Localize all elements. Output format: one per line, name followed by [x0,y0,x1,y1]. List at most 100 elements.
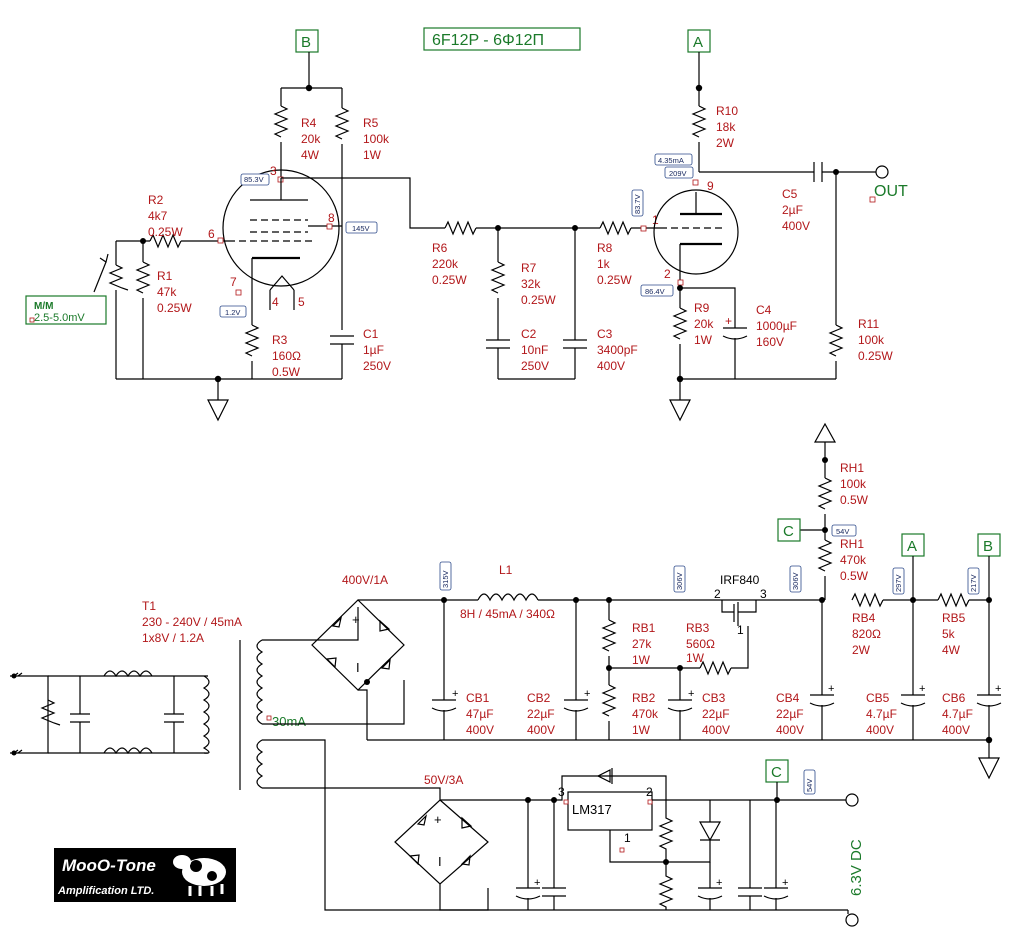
pin-marker [869,196,876,203]
resistor-r7 [490,261,506,294]
r2-rating: 0.25W [148,225,183,239]
r9-value: 20k [694,317,714,331]
c1-value: 1µF [363,343,384,357]
resistor-r9 [672,307,688,340]
tag-v1-screen-text: 145V [352,224,370,233]
cb4-ref: CB4 [776,691,800,705]
capacitor-c3 [563,339,587,349]
v1-heater [269,275,295,291]
bridge-plus: + [352,612,360,627]
v1-pin-screen: 8 [328,211,335,225]
pin-marker [29,317,35,323]
tag-v1-cathode [219,305,247,318]
title-box [423,27,581,51]
tag-heater-dc-text: 54V [805,779,814,792]
connector-a-top-label: A [693,34,703,51]
r11-value: 100k [858,333,885,347]
lv-bridge-rating: 50V/3A [424,773,463,787]
polarity-plus: + [534,877,540,889]
wire [281,177,445,229]
zener-diode [698,800,722,842]
out-label: OUT [874,183,908,200]
wire [439,884,848,911]
transformer-secondary-lv [256,739,264,789]
tag-heater-dc [803,769,816,795]
v1-grids [250,219,308,233]
c5-rating: 400V [782,219,810,233]
tag-l1-out [673,565,686,593]
c1-rating: 250V [363,359,391,373]
r2-value: 4k7 [148,209,168,223]
resistor-rh1-lower [817,539,833,572]
wire [358,689,368,740]
l1-ref: L1 [499,563,513,577]
mosfet-pin-drain: 3 [760,587,767,601]
tag-v2-plate-text: 209V [669,169,687,178]
tag-q-out [789,565,802,593]
choke-line-b [103,747,153,755]
polarity-plus: + [688,688,694,700]
transformer-primary [202,675,210,754]
r6-rating: 0.25W [432,273,467,287]
r6-ref: R6 [432,241,448,255]
pot-wiper [93,261,107,293]
tag-v1-cathode-text: 1.2V [225,308,240,317]
tag-node-a-text: 297V [894,574,903,592]
bridge-plus: + [434,812,442,827]
wire [609,830,666,863]
v1-heater-leads [269,290,295,310]
choke-line-a [103,670,153,678]
pin-marker [326,223,333,230]
rb3-ref: RB3 [686,621,710,635]
polarity-plus: + [452,688,458,700]
logo-line2: Amplification LTD. [57,885,154,897]
c4-rating: 160V [756,335,784,349]
cap-lv-out2 [763,800,789,910]
junction-dot [11,673,17,679]
t1-ref: T1 [142,599,156,613]
cb3-ref: CB3 [702,691,726,705]
rh1b-rating: 0.5W [840,569,869,583]
v1-pin-grid: 6 [208,227,215,241]
cb2-ref: CB2 [527,691,551,705]
mains-resistor [40,699,61,726]
polarity-plus: + [584,688,590,700]
bridge-diodes [325,616,391,670]
choke-l1 [477,593,539,602]
resistor-r1 [135,261,151,294]
connector-b-top [295,29,319,53]
c3-ref: C3 [597,327,613,341]
bridge-diodes [408,814,473,866]
regulator-ref: LM317 [572,802,612,817]
resistor-rh1-upper [817,477,833,510]
pin-marker [235,289,242,296]
rb5-value: 5k [942,627,956,641]
hv-arrow [813,422,837,443]
cb4-rating: 400V [776,723,804,737]
junction-dot [364,679,370,685]
wire [262,787,441,800]
resistor-rb2 [601,684,617,717]
t1-secondary: 1x8V / 1.2A [142,631,204,645]
r1-value: 47k [157,285,177,299]
c2-rating: 250V [521,359,549,373]
polarity-plus: + [995,683,1001,695]
tag-rect [439,561,452,591]
tag-heater-ref [831,524,857,537]
rh1a-ref: RH1 [840,461,864,475]
wire [731,626,749,669]
r1-rating: 0.25W [157,301,192,315]
resistor-r8 [599,220,632,236]
mosfet-q1 [721,600,757,626]
polarity-plus: + [828,683,834,695]
logo-line1: MooO-Tone [62,856,156,875]
rb1-ref: RB1 [632,621,656,635]
rb2-ref: RB2 [632,691,656,705]
rb4-value: 820Ω [852,627,881,641]
r10-value: 18k [716,120,736,134]
cap-lv-in1 [515,800,541,910]
tag-v1-plate [240,173,270,186]
connector-c-heater-label: C [783,523,794,540]
c4-ref: C4 [756,303,772,317]
